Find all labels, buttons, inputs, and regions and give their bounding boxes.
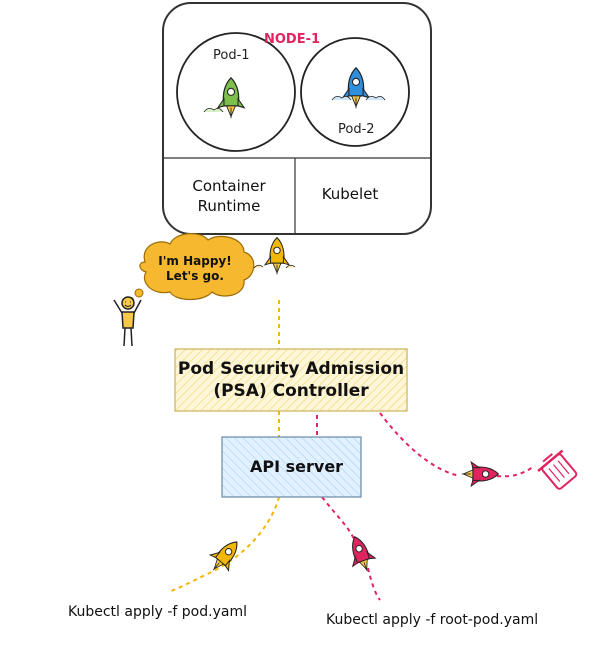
rejected-flow-line-trash — [496, 465, 536, 478]
happy-person-icon — [113, 296, 142, 347]
green-rocket-icon — [203, 77, 245, 119]
yellow-rocket-icon — [253, 237, 296, 275]
container-runtime-line-2: Runtime — [197, 197, 261, 215]
thought-bubble-line-1: I'm Happy! — [158, 254, 232, 268]
thought-bubble-text: I'm Happy! Let's go. — [150, 254, 240, 284]
psa-controller-label: Pod Security Admission (PSA) Controller — [175, 358, 407, 402]
thought-bubble-line-2: Let's go. — [166, 269, 224, 283]
kubectl-apply-root-pod-command: Kubectl apply -f root-pod.yaml — [326, 612, 539, 628]
psa-controller-box — [174, 348, 408, 412]
api-server-box — [221, 436, 362, 498]
trash-can-icon — [537, 449, 578, 490]
api-server-label: API server — [250, 457, 344, 476]
approved-flow-line — [167, 300, 280, 593]
red-rocket-icon — [461, 461, 499, 487]
psa-line-1: Pod Security Admission — [177, 359, 405, 379]
yellow-rocket-icon — [203, 533, 247, 579]
blue-rocket-icon — [331, 67, 386, 109]
request-flow-line-root — [321, 496, 381, 601]
psa-line-2: (PSA) Controller — [213, 381, 369, 401]
red-rocket-icon — [342, 532, 380, 576]
container-runtime-label: Container Runtime — [163, 176, 295, 216]
kubelet-label: Kubelet — [321, 185, 379, 203]
node-title: NODE-1 — [264, 32, 321, 47]
rejected-flow-line-psa — [379, 412, 461, 477]
pod-1-label: Pod-1 — [213, 48, 250, 63]
container-runtime-line-1: Container — [192, 177, 266, 195]
kubectl-apply-pod-command: Kubectl apply -f pod.yaml — [68, 604, 247, 620]
pod-2-label: Pod-2 — [338, 122, 375, 137]
